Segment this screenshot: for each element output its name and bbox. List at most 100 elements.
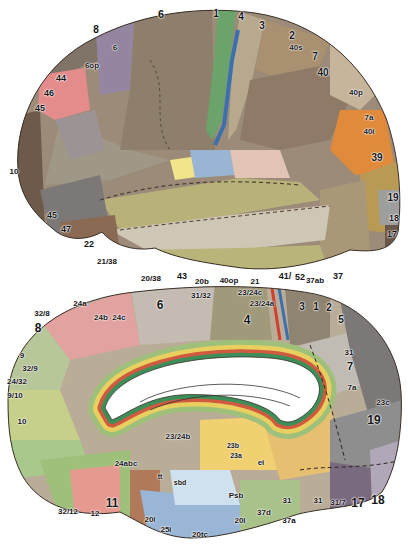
area-number: 20l (234, 517, 245, 525)
cortex-area (210, 280, 272, 340)
area-number: 18 (389, 214, 399, 223)
area-number: 40i (363, 128, 374, 136)
area-number: 31 (283, 497, 292, 505)
area-number: 40p (349, 89, 363, 97)
lateral-view (0, 0, 408, 280)
area-number: 37 (333, 272, 343, 281)
area-number: 47 (61, 225, 71, 234)
area-number: 7 (312, 52, 318, 62)
area-number: 44 (56, 74, 66, 83)
area-number: 6 (157, 299, 164, 311)
cortex-area (0, 280, 408, 544)
area-number: 19 (367, 414, 380, 426)
cortex-area (130, 280, 215, 345)
area-number: 46 (44, 89, 54, 98)
area-number: ei (258, 459, 265, 467)
cingulate-bands (105, 357, 319, 422)
cortex-area (95, 12, 135, 95)
area-number: 45 (35, 104, 45, 113)
area-number: 31 (345, 349, 354, 357)
area-number: 24a (73, 300, 86, 308)
area-number: tt (158, 473, 163, 480)
area-number: 1 (213, 9, 219, 19)
cortex-area (385, 225, 402, 252)
area-number: 23/24a (250, 300, 274, 308)
area-number: 10 (10, 168, 19, 176)
area-number: 20/38 (141, 275, 161, 283)
area-number: 7a (348, 384, 357, 392)
area-number: 4 (244, 314, 251, 326)
area-number: 19 (387, 193, 398, 203)
cortex-area (0, 320, 70, 390)
cortex-area (340, 300, 402, 420)
cortex-area (378, 190, 402, 225)
cortex-area (0, 0, 408, 280)
cortex-band (105, 357, 319, 422)
area-number: 23/24c (238, 289, 262, 297)
cortex-area (330, 110, 395, 175)
area-number: 18 (371, 494, 384, 506)
area-number: 2 (289, 31, 295, 41)
area-number: 24b (94, 314, 108, 322)
cortex-area (110, 205, 330, 252)
area-number: 9 (20, 352, 24, 360)
area-number: 5 (338, 315, 344, 325)
cortex-area (38, 68, 90, 120)
area-number: 40op (220, 277, 239, 285)
area-number: 21 (251, 278, 260, 286)
area-number: 11 (106, 497, 119, 509)
cortex-area (120, 8, 215, 150)
area-number: 31 (314, 497, 323, 505)
area-number: 37a (282, 517, 295, 525)
area-number: 22 (84, 240, 94, 249)
cortex-band (105, 357, 319, 422)
brain-outline (18, 10, 400, 269)
area-number: 6op (85, 62, 99, 70)
area-number: 7 (347, 361, 353, 372)
cortex-area (30, 20, 100, 80)
area-number: 9/10 (7, 392, 23, 400)
area-number: 20tc (192, 531, 208, 539)
area-number: 41/ (279, 272, 292, 281)
area-number: 24/32 (7, 378, 27, 386)
area-number: 10 (18, 418, 27, 426)
cortex-area (255, 20, 330, 80)
area-number: 23/24b (166, 433, 191, 441)
brain-outline (8, 287, 401, 538)
area-number: 39 (371, 153, 382, 163)
area-number: 24c (112, 314, 125, 322)
area-number: 8 (93, 25, 99, 35)
area-number: 32/12 (58, 508, 78, 516)
corpus-callosum (105, 357, 319, 422)
sulcus-line (300, 460, 402, 470)
cortex-band (272, 288, 280, 340)
area-number: 4 (238, 12, 244, 22)
area-number: 17 (351, 497, 364, 509)
area-number: 25i (160, 526, 171, 534)
area-number: 20l (144, 516, 155, 524)
area-number: 31/7 (330, 499, 346, 507)
sulcus-line (120, 206, 330, 230)
cortex-area (60, 215, 120, 252)
area-number: 40 (317, 68, 328, 78)
area-number: 31/32 (191, 292, 211, 300)
area-number: sbd (174, 479, 186, 486)
cortex-area (140, 245, 330, 275)
sulcus-line (150, 60, 170, 150)
fornix-line (150, 395, 290, 410)
area-number: 32/9 (22, 365, 38, 373)
area-number: 3 (259, 21, 265, 31)
area-number: 6 (113, 44, 117, 52)
area-number: 52 (295, 273, 305, 282)
medial-view (0, 280, 408, 544)
cortex-area (190, 150, 235, 178)
cortex-area (230, 150, 290, 178)
area-number: 37ab (306, 277, 324, 285)
area-number: 2 (326, 303, 332, 313)
area-number: 12 (91, 510, 100, 518)
area-number: 3 (299, 302, 305, 312)
area-number: 40s (289, 44, 302, 52)
fornix-line (140, 384, 300, 402)
cortex-band (105, 357, 319, 422)
